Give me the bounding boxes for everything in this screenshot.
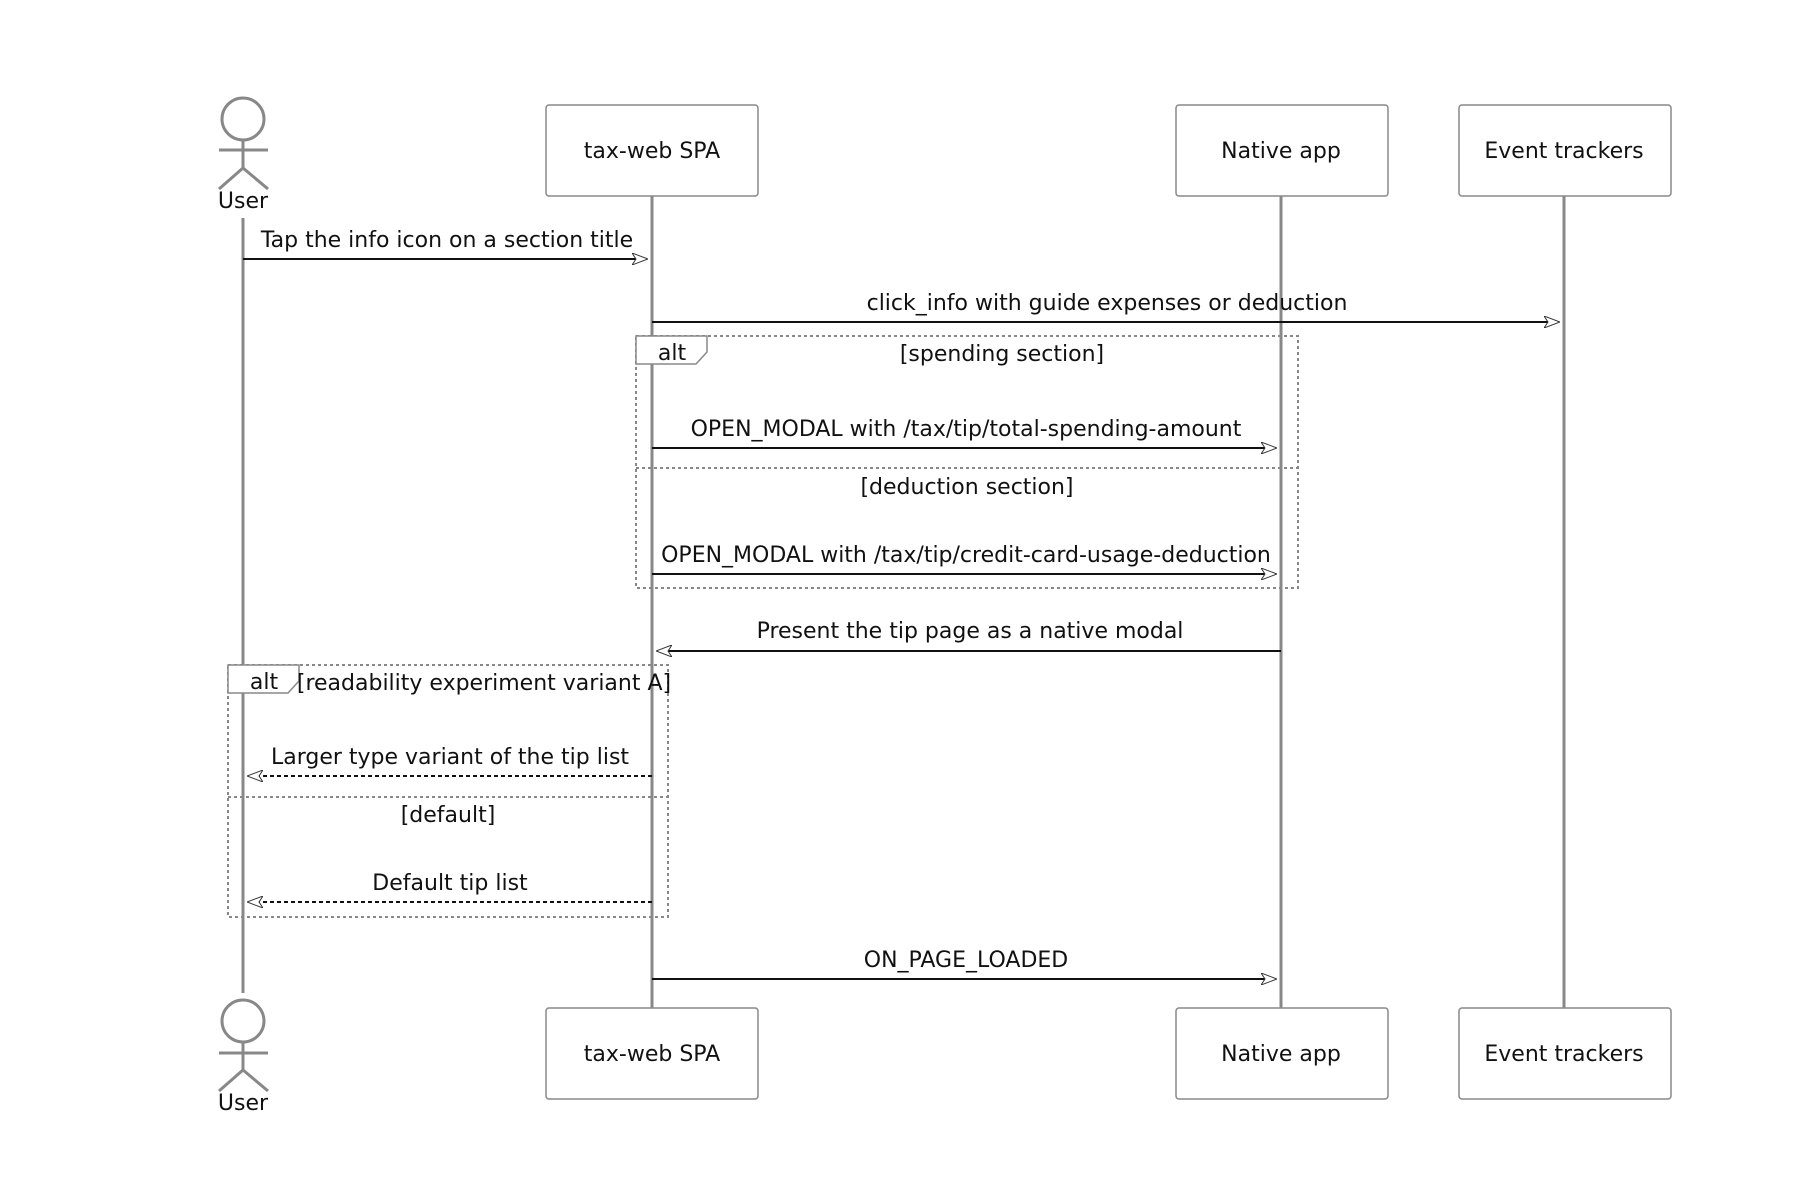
participant-native-bottom: Native app (1175, 1007, 1389, 1100)
participant-box (1458, 104, 1672, 197)
fragment-operator: alt (250, 670, 279, 695)
participant-label-native-bottom: Native app (1221, 1042, 1341, 1067)
fragment-tag (227, 664, 300, 694)
actor-leg-left (218, 166, 244, 191)
participant-box (1458, 1007, 1672, 1100)
participant-box (545, 1007, 759, 1100)
fragment-condition-default: [default] (401, 803, 496, 828)
actor-head (220, 998, 266, 1044)
fragment-frame (227, 664, 669, 918)
actor-user-top: User (218, 96, 269, 214)
message-label: Tap the info icon on a section title (260, 228, 633, 253)
alt-fragment-readability: alt [readability experiment variant A] [… (227, 664, 671, 918)
message-label: Default tip list (372, 871, 528, 896)
message-larger-type: Larger type variant of the tip list (248, 745, 652, 776)
actor-label-user-top: User (218, 189, 269, 214)
participant-label-trackers-bottom: Event trackers (1484, 1042, 1643, 1067)
message-label: OPEN_MODAL with /tax/tip/credit-card-usa… (661, 543, 1271, 568)
message-label: OPEN_MODAL with /tax/tip/total-spending-… (691, 417, 1242, 442)
participant-spa-bottom: tax-web SPA (545, 1007, 759, 1100)
participant-label-spa-top: tax-web SPA (584, 139, 720, 164)
participant-trackers-bottom: Event trackers (1458, 1007, 1672, 1100)
message-click-info: click_info with guide expenses or deduct… (652, 291, 1559, 322)
fragment-condition-variant-a: [readability experiment variant A] (297, 671, 671, 696)
fragment-operator: alt (658, 341, 687, 366)
actor-user-bottom: User (218, 998, 269, 1116)
participant-label-spa-bottom: tax-web SPA (584, 1042, 720, 1067)
message-present-modal: Present the tip page as a native modal (657, 619, 1281, 651)
alt-fragment-section: alt [spending section] [deduction sectio… (635, 335, 1299, 589)
participant-native-top: Native app (1175, 104, 1389, 197)
participant-trackers-top: Event trackers (1458, 104, 1672, 197)
actor-leg-left (218, 1068, 244, 1093)
message-label: click_info with guide expenses or deduct… (867, 291, 1348, 316)
message-open-modal-deduction: OPEN_MODAL with /tax/tip/credit-card-usa… (652, 543, 1276, 574)
participant-label-trackers-top: Event trackers (1484, 139, 1643, 164)
participant-box (545, 104, 759, 197)
fragment-condition-deduction: [deduction section] (860, 475, 1073, 500)
message-label: Larger type variant of the tip list (271, 745, 629, 770)
message-default-tip: Default tip list (248, 871, 652, 902)
fragment-frame (635, 335, 1299, 589)
message-tap-info: Tap the info icon on a section title (243, 228, 647, 259)
participant-box (1175, 104, 1389, 197)
message-label: Present the tip page as a native modal (757, 619, 1184, 644)
fragment-condition-spending: [spending section] (900, 342, 1104, 367)
actor-leg-right (242, 1068, 269, 1093)
message-label: ON_PAGE_LOADED (864, 948, 1068, 973)
participant-spa-top: tax-web SPA (545, 104, 759, 197)
actor-leg-right (242, 166, 269, 191)
participant-box (1175, 1007, 1389, 1100)
participant-label-native-top: Native app (1221, 139, 1341, 164)
actor-label-user-bottom: User (218, 1091, 269, 1116)
actor-head (220, 96, 266, 142)
message-open-modal-spending: OPEN_MODAL with /tax/tip/total-spending-… (652, 417, 1276, 448)
fragment-tag (635, 335, 708, 365)
message-on-page-loaded: ON_PAGE_LOADED (652, 948, 1276, 979)
